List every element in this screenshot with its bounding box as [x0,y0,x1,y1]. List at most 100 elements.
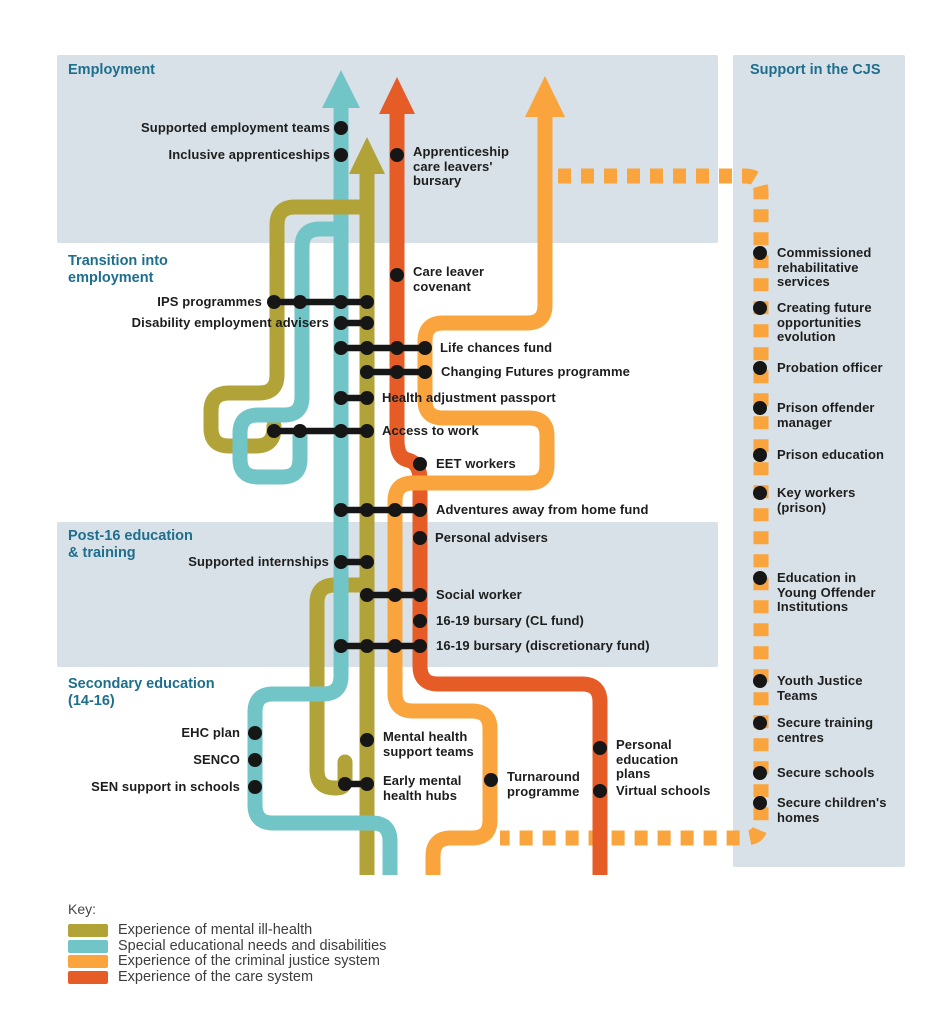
care-line-main [389,111,608,875]
mental-health-line-loop [203,199,375,454]
station-dot-prison-offender-manager [753,401,767,415]
station-dot-bursary-cl-fund [413,614,427,628]
station-label-bursary-cl-fund: 16-19 bursary (CL fund) [436,613,584,628]
legend-swatch-send [68,939,108,953]
mental-health-arrowhead-icon [349,137,385,174]
legend-label-send: Special educational needs and disabiliti… [118,937,387,954]
cjs-dashed-line [500,168,769,846]
station-label-sen-support-in-schools: SEN support in schools [91,779,240,794]
station-dot-adventures-away-from-home-fund [360,503,374,517]
station-label-education-in-young-offender-institutions: Education in Young Offender Institutions [777,570,876,614]
station-label-disability-employment-advisers: Disability employment advisers [131,315,329,330]
station-dot-secure-schools [753,766,767,780]
station-dot-prison-education [753,448,767,462]
station-dot-supported-employment-teams [334,121,348,135]
legend-swatch-care [68,970,108,984]
criminal-justice-line-main [387,114,555,875]
station-dot-secure-training-centres [753,716,767,730]
station-dot-disability-employment-advisers [334,316,348,330]
station-label-early-mental-health-hubs: Early mental health hubs [383,773,462,803]
station-label-creating-future-opportunities-evolution: Creating future opportunities evolution [777,300,872,344]
station-dot-social-worker [360,588,374,602]
legend-swatch-mental-ill-health [68,924,108,938]
station-label-commissioned-rehabilitative-services: Commissioned rehabilitative services [777,245,872,289]
station-label-secure-schools: Secure schools [777,765,875,780]
send-line-loop [232,221,349,485]
station-dot-health-adjustment-passport [360,391,374,405]
station-dot-bursary-discretionary-fund [388,639,402,653]
station-label-prison-education: Prison education [777,447,885,462]
station-dot-supported-internships [334,555,348,569]
station-label-secure-training-centres: Secure training centres [777,715,874,745]
station-label-care-leaver-covenant: Care leaver covenant [413,264,485,294]
station-label-prison-offender-manager: Prison offender manager [777,400,875,430]
station-label-inclusive-apprenticeships: Inclusive apprenticeships [168,147,330,162]
station-dot-mental-health-support-teams [360,733,374,747]
legend-row-care: Experience of the care system [68,969,386,986]
station-dot-life-chances-fund [360,341,374,355]
station-label-probation-officer: Probation officer [777,360,883,375]
station-dot-apprenticeship-care-leavers-bursary [390,148,404,162]
station-label-ehc-plan: EHC plan [181,725,240,740]
station-dot-ips-programmes [267,295,281,309]
station-dot-social-worker [388,588,402,602]
station-dot-commissioned-rehabilitative-services [753,246,767,260]
section-heading-secondary: Secondary education (14-16) [68,676,215,709]
station-dot-changing-futures-programme [360,365,374,379]
station-label-changing-futures-programme: Changing Futures programme [441,364,630,379]
section-heading-transition: Transition into employment [68,253,168,286]
station-dot-personal-education-plans [593,741,607,755]
station-dot-key-workers-prison [753,486,767,500]
station-dot-care-leaver-covenant [390,268,404,282]
station-dot-education-in-young-offender-institutions [753,571,767,585]
station-label-supported-employment-teams: Supported employment teams [141,120,330,135]
station-dot-ips-programmes [293,295,307,309]
station-dot-life-chances-fund [418,341,432,355]
station-label-eet-workers: EET workers [436,456,516,471]
legend: Key: Experience of mental ill-health Spe… [68,901,386,985]
legend-label-mental-ill-health: Experience of mental ill-health [118,922,313,938]
station-dot-eet-workers [413,457,427,471]
station-label-health-adjustment-passport: Health adjustment passport [382,390,556,405]
station-dot-life-chances-fund [390,341,404,355]
station-dot-access-to-work [334,424,348,438]
legend-row-criminal-justice: Experience of the criminal justice syste… [68,953,386,970]
station-dot-creating-future-opportunities-evolution [753,301,767,315]
station-dot-ips-programmes [334,295,348,309]
station-dot-inclusive-apprenticeships [334,148,348,162]
station-label-turnaround-programme: Turnaround programme [507,769,580,799]
station-label-apprenticeship-care-leavers-bursary: Apprenticeship care leavers' bursary [413,144,510,188]
station-label-youth-justice-teams: Youth Justice Teams [777,673,863,703]
station-label-supported-internships: Supported internships [188,554,329,569]
station-dot-ehc-plan [248,726,262,740]
station-dot-sen-support-in-schools [248,780,262,794]
station-dot-turnaround-programme [484,773,498,787]
station-dot-changing-futures-programme [418,365,432,379]
station-dot-health-adjustment-passport [334,391,348,405]
station-dot-adventures-away-from-home-fund [413,503,427,517]
station-label-social-worker: Social worker [436,587,522,602]
station-dot-bursary-discretionary-fund [413,639,427,653]
station-label-senco: SENCO [193,752,240,767]
section-heading-employment: Employment [68,62,156,78]
care-arrowhead-icon [379,77,415,114]
station-dot-disability-employment-advisers [360,316,374,330]
station-dot-bursary-discretionary-fund [360,639,374,653]
station-dot-access-to-work [360,424,374,438]
station-dot-adventures-away-from-home-fund [388,503,402,517]
legend-heading: Key: [68,901,97,917]
station-dot-ips-programmes [360,295,374,309]
send-arrowhead-icon [322,70,360,108]
station-dot-supported-internships [360,555,374,569]
criminal-justice-arrowhead-icon [525,76,565,117]
legend-swatch-criminal-justice [68,955,108,969]
station-dot-access-to-work [267,424,281,438]
employment-band [57,55,718,243]
station-label-personal-education-plans: Personal education plans [616,737,679,781]
station-dot-personal-advisers [413,531,427,545]
legend-row-mental-ill-health: Experience of mental ill-health [68,922,386,939]
station-dot-early-mental-health-hubs [360,777,374,791]
station-dot-access-to-work [293,424,307,438]
